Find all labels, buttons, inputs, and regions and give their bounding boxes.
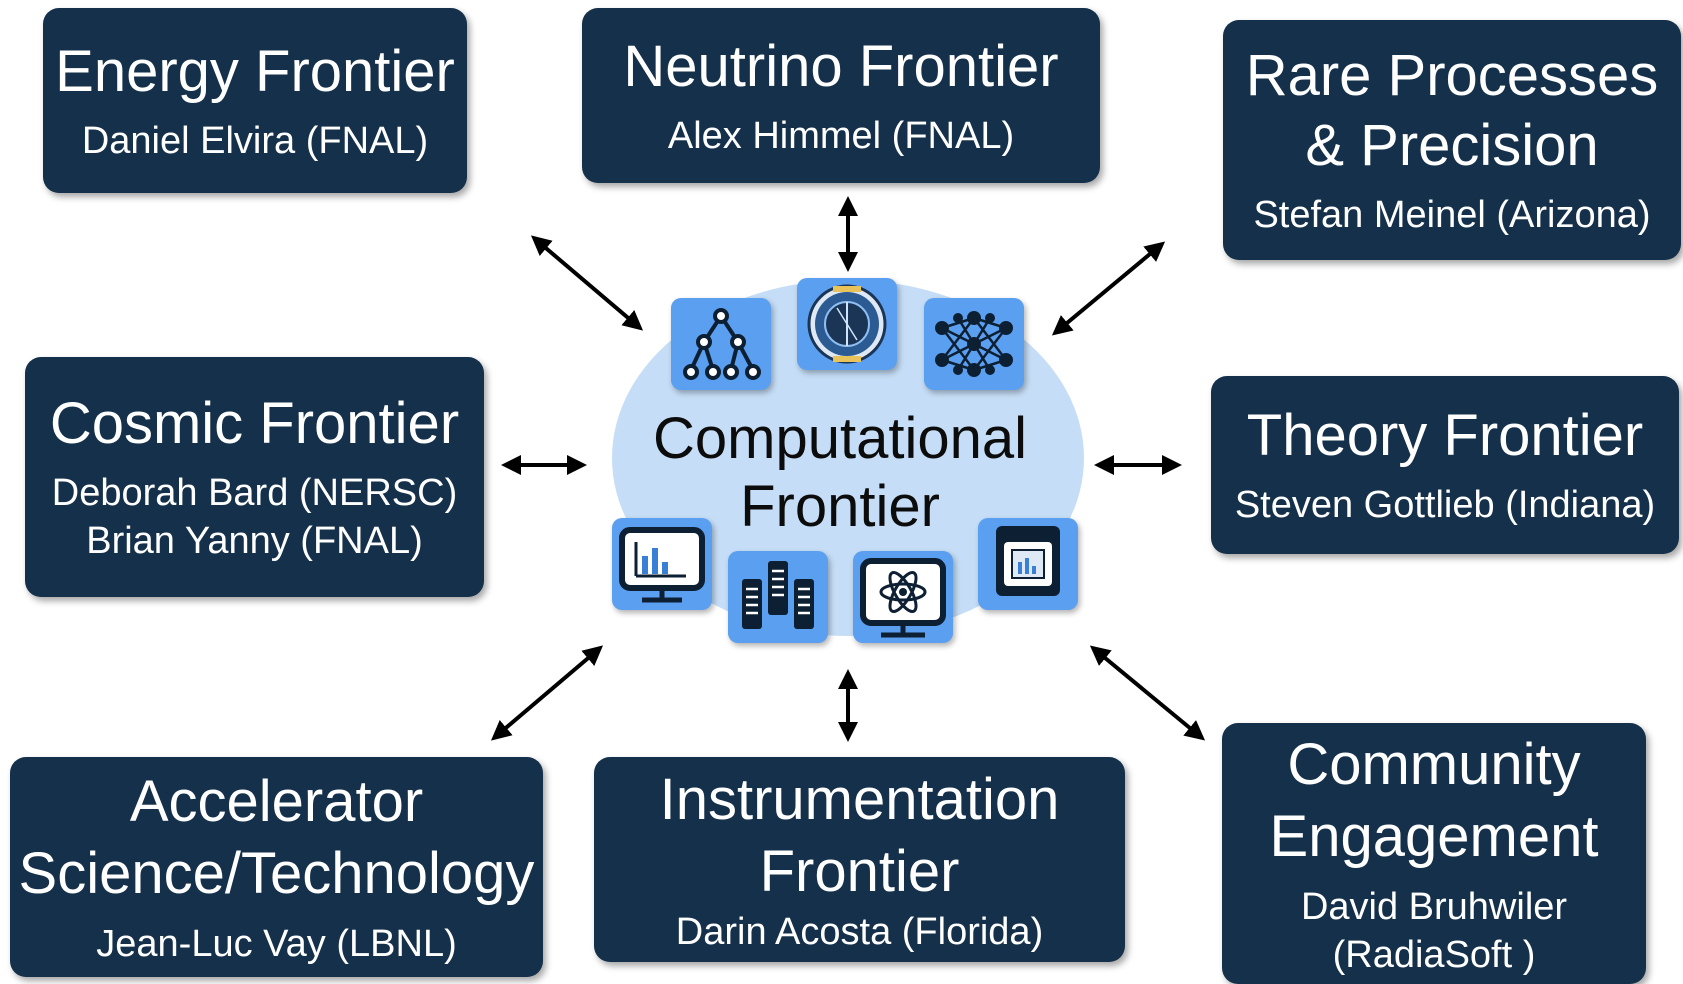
- rare-processes-title-line2: & Precision: [1305, 113, 1599, 178]
- theory-frontier-convener: Steven Gottlieb (Indiana): [1234, 484, 1656, 526]
- energy-frontier-convener: Daniel Elvira (FNAL): [81, 119, 429, 162]
- cosmic-frontier-box: Cosmic Frontier Deborah Bard (NERSC) Bri…: [25, 357, 484, 597]
- center-title-line1: Computational: [653, 406, 1027, 471]
- window-chart-icon: [978, 518, 1078, 610]
- neural-network-icon: [924, 298, 1024, 390]
- detector-icon: [797, 278, 897, 370]
- rare-processes-box: Rare Processes & Precision Stefan Meinel…: [1223, 20, 1681, 260]
- theory-frontier-box: Theory Frontier Steven Gottlieb (Indiana…: [1211, 376, 1679, 554]
- accelerator-convener: Jean-Luc Vay (LBNL): [96, 923, 457, 965]
- accelerator-title-line2: Science/Technology: [18, 841, 535, 906]
- accelerator-box: Accelerator Science/Technology Jean-Luc …: [10, 757, 543, 977]
- energy-frontier-box: Energy Frontier Daniel Elvira (FNAL): [43, 8, 467, 193]
- rare-processes-title-line1: Rare Processes: [1245, 43, 1659, 108]
- neutrino-frontier-convener: Alex Himmel (FNAL): [667, 114, 1015, 157]
- instrumentation-convener: Darin Acosta (Florida): [675, 910, 1044, 953]
- cosmic-frontier-convener-2: Brian Yanny (FNAL): [86, 520, 423, 562]
- energy-frontier-title: Energy Frontier: [55, 38, 455, 104]
- atom-monitor-icon: [853, 551, 953, 643]
- computational-frontier-title: Computational Frontier: [610, 405, 1070, 541]
- arrow-community: [1089, 645, 1206, 741]
- arrow-accelerator: [490, 645, 604, 741]
- server-racks-icon: [728, 551, 828, 643]
- community-convener-2: (RadiaSoft ): [1332, 933, 1536, 976]
- rare-processes-convener: Stefan Meinel (Arizona): [1253, 194, 1651, 236]
- neutrino-frontier-box: Neutrino Frontier Alex Himmel (FNAL): [582, 8, 1100, 183]
- theory-frontier-title: Theory Frontier: [1246, 403, 1644, 468]
- tree-graph-icon: [671, 298, 771, 390]
- instrumentation-title-line1: Instrumentation: [659, 766, 1060, 832]
- community-engagement-box: Community Engagement David Bruhwiler (Ra…: [1222, 723, 1646, 984]
- cosmic-frontier-convener-1: Deborah Bard (NERSC): [51, 472, 458, 514]
- arrow-energy: [530, 235, 644, 331]
- arrow-rare: [1051, 241, 1166, 336]
- neutrino-frontier-title: Neutrino Frontier: [623, 33, 1059, 99]
- community-title-line1: Community: [1287, 731, 1581, 797]
- monitor-chart-icon: [612, 518, 712, 610]
- community-title-line2: Engagement: [1269, 803, 1599, 869]
- instrumentation-title-line2: Frontier: [759, 838, 960, 904]
- accelerator-title-line1: Accelerator: [129, 769, 424, 834]
- instrumentation-box: Instrumentation Frontier Darin Acosta (F…: [594, 757, 1125, 962]
- community-convener-1: David Bruhwiler: [1300, 885, 1568, 928]
- center-title-line2: Frontier: [740, 474, 940, 539]
- cosmic-frontier-title: Cosmic Frontier: [49, 391, 460, 456]
